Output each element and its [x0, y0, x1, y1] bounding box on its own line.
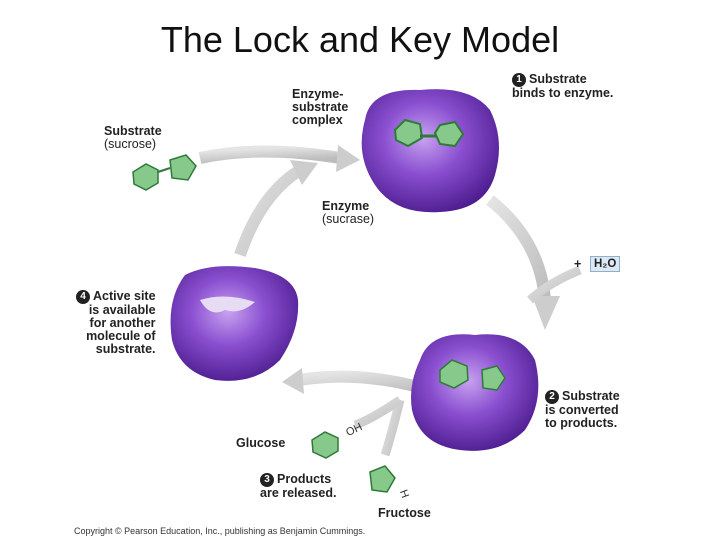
arrow-complex-to-conversion [486, 195, 560, 330]
enzyme-free-active-site [170, 266, 299, 381]
step-4-number: 4 [76, 290, 90, 304]
glucose-molecule [311, 431, 339, 459]
slide-title: The Lock and Key Model [160, 19, 560, 60]
arrow-products-out [353, 396, 405, 457]
fructose-molecule [369, 465, 396, 493]
enzyme-substrate-complex-label: Enzyme- substrate complex [292, 87, 349, 127]
enzyme-label: Enzyme (sucrase) [322, 199, 375, 226]
sucrose-molecule [132, 154, 197, 191]
water-plus: + [574, 257, 582, 271]
enzyme-converting [411, 334, 539, 451]
enzyme-substrate-complex [361, 89, 499, 213]
substrate-label: Substrate (sucrose) [104, 124, 162, 151]
step-3-number: 3 [260, 473, 274, 487]
glucose-label: Glucose [236, 436, 286, 450]
arrow-conversion-to-release [282, 368, 432, 396]
step-1-number: 1 [512, 73, 526, 87]
arrow-water-in [526, 265, 582, 304]
copyright: Copyright © Pearson Education, Inc., pub… [74, 526, 366, 536]
arrow-enzyme-recycle [234, 160, 318, 257]
arrow-substrate-to-complex [198, 145, 360, 172]
fructose-label: Fructose [378, 506, 431, 520]
water-label: H₂O [590, 256, 621, 272]
step-2-number: 2 [545, 390, 559, 404]
